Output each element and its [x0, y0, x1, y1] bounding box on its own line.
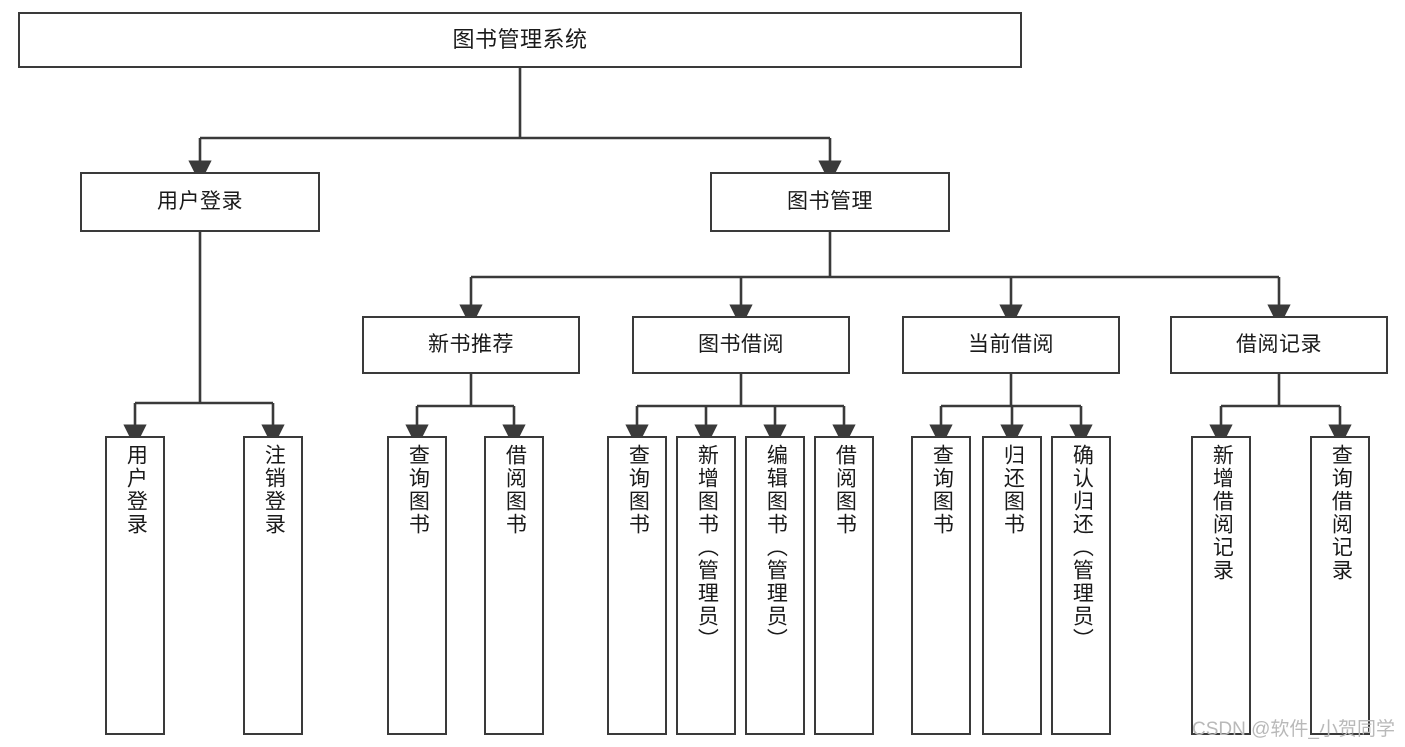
- node-label: 查询图书: [626, 444, 650, 536]
- node-label: 编辑图书（管理员）: [764, 444, 788, 651]
- node-new-book-recommend[interactable]: 新书推荐: [362, 316, 580, 374]
- node-leaf-logout[interactable]: 注销登录: [243, 436, 303, 735]
- node-label: 借阅记录: [1236, 332, 1322, 356]
- node-borrow-record[interactable]: 借阅记录: [1170, 316, 1388, 374]
- node-leaf-return-book[interactable]: 归还图书: [982, 436, 1042, 735]
- node-leaf-query-book-3[interactable]: 查询图书: [911, 436, 971, 735]
- node-leaf-user-login[interactable]: 用户登录: [105, 436, 165, 735]
- node-label: 当前借阅: [968, 332, 1054, 356]
- node-leaf-query-book-2[interactable]: 查询图书: [607, 436, 667, 735]
- node-label: 确认归还（管理员）: [1070, 444, 1094, 651]
- node-label: 查询图书: [930, 444, 954, 536]
- node-label: 图书管理: [787, 189, 873, 213]
- node-label: 新增图书（管理员）: [695, 444, 719, 651]
- node-label: 查询图书: [406, 444, 430, 536]
- node-root-label: 图书管理系统: [452, 27, 588, 53]
- node-leaf-query-book-1[interactable]: 查询图书: [387, 436, 447, 735]
- node-current-borrow[interactable]: 当前借阅: [902, 316, 1120, 374]
- node-leaf-confirm-return[interactable]: 确认归还（管理员）: [1051, 436, 1111, 735]
- node-label: 借阅图书: [833, 444, 857, 536]
- node-label: 借阅图书: [503, 444, 527, 536]
- node-user-login[interactable]: 用户登录: [80, 172, 320, 232]
- node-label: 新书推荐: [428, 332, 514, 356]
- node-leaf-borrow-book-2[interactable]: 借阅图书: [814, 436, 874, 735]
- node-label: 查询借阅记录: [1329, 444, 1353, 582]
- node-label: 归还图书: [1001, 444, 1025, 536]
- node-book-manage[interactable]: 图书管理: [710, 172, 950, 232]
- node-root[interactable]: 图书管理系统: [18, 12, 1022, 68]
- node-label: 用户登录: [157, 189, 243, 213]
- node-label: 用户登录: [124, 444, 148, 536]
- node-leaf-query-record[interactable]: 查询借阅记录: [1310, 436, 1370, 735]
- node-book-borrow[interactable]: 图书借阅: [632, 316, 850, 374]
- node-label: 图书借阅: [698, 332, 784, 356]
- node-label: 注销登录: [262, 444, 286, 536]
- watermark: CSDN @软件_小贺同学: [1192, 719, 1395, 740]
- node-leaf-edit-book[interactable]: 编辑图书（管理员）: [745, 436, 805, 735]
- node-leaf-add-book[interactable]: 新增图书（管理员）: [676, 436, 736, 735]
- node-leaf-borrow-book-1[interactable]: 借阅图书: [484, 436, 544, 735]
- node-label: 新增借阅记录: [1210, 444, 1234, 582]
- node-leaf-add-record[interactable]: 新增借阅记录: [1191, 436, 1251, 735]
